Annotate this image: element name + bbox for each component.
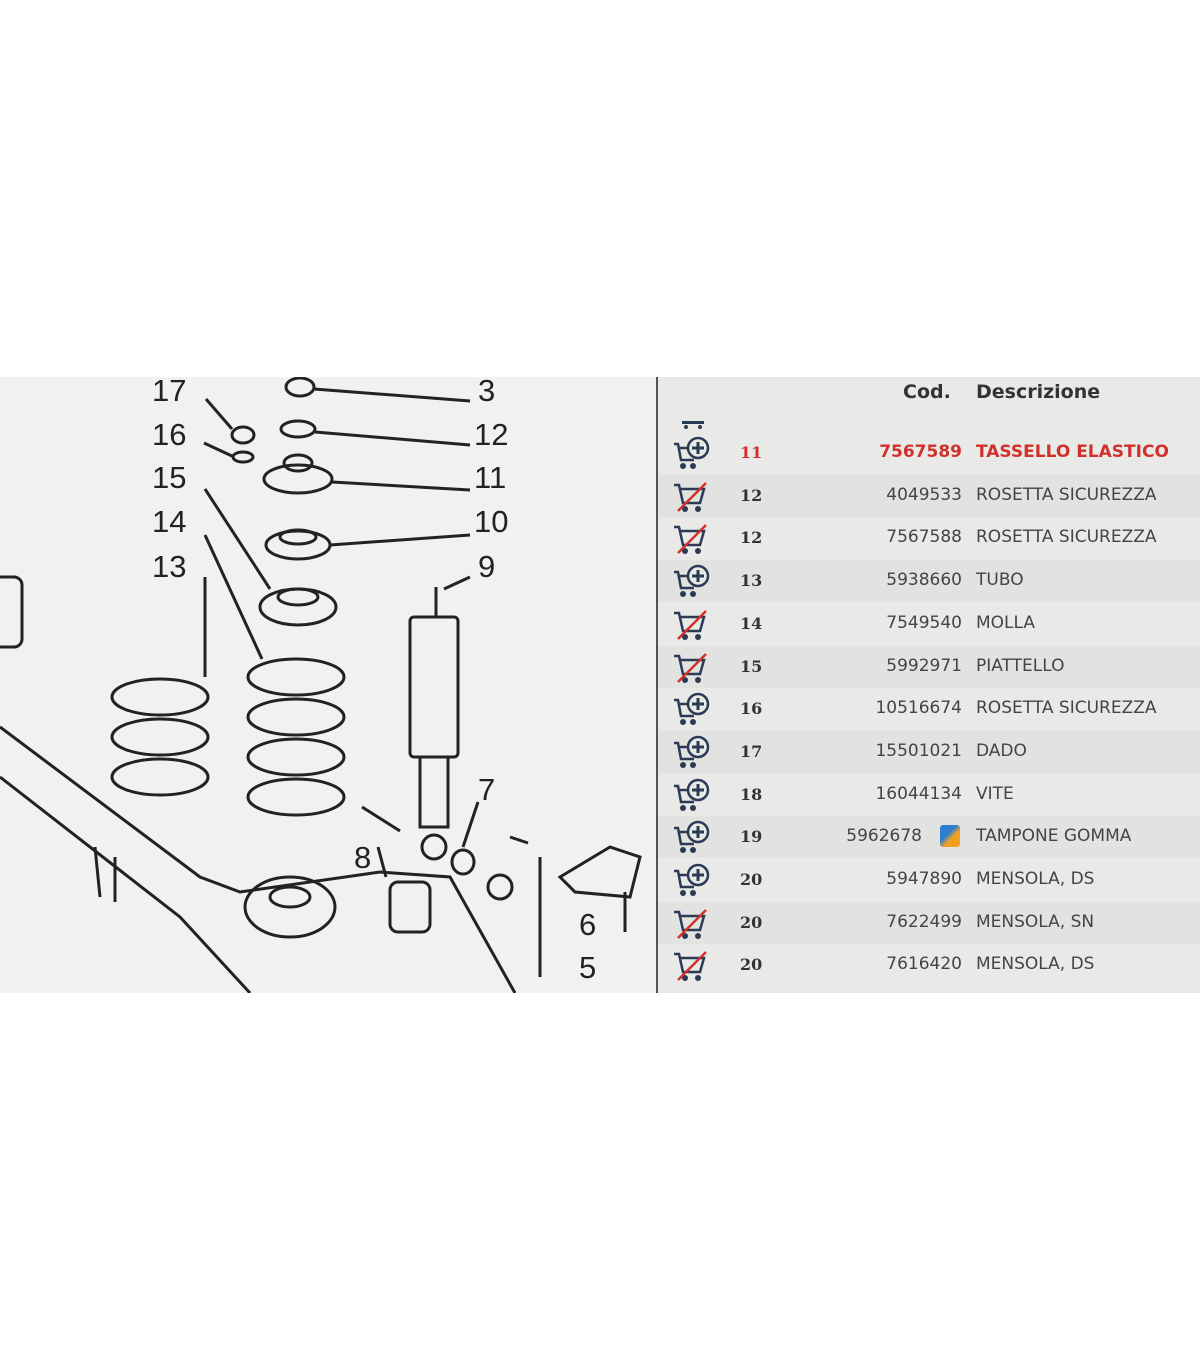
part-description[interactable]: MENSOLA, DS <box>976 954 1095 975</box>
part-13-spring <box>110 677 210 797</box>
table-row[interactable]: 20 7616420 MENSOLA, DS <box>658 944 1200 986</box>
part-code[interactable]: 16044134 <box>875 783 962 804</box>
header-code: Cod. <box>903 381 951 403</box>
table-row[interactable]: 17 15501021 DADO <box>658 730 1200 773</box>
callout-14[interactable]: 14 <box>152 504 186 539</box>
position-number: 19 <box>740 827 763 847</box>
part-code[interactable]: 7622499 <box>886 911 962 932</box>
cart-add-icon[interactable] <box>672 692 712 728</box>
part-description[interactable]: ROSETTA SICUREZZA <box>976 527 1157 548</box>
cart-unavailable-icon[interactable] <box>672 650 712 686</box>
part-code[interactable]: 5962678 <box>846 826 922 847</box>
callout-10[interactable]: 10 <box>474 504 508 539</box>
position-number: 20 <box>740 955 763 975</box>
cart-unavailable-icon[interactable] <box>672 479 712 515</box>
table-row[interactable]: 12 7567588 ROSETTA SICUREZZA <box>658 517 1200 559</box>
callout-9[interactable]: 9 <box>478 549 495 584</box>
part-code[interactable]: 7567589 <box>879 442 962 462</box>
replacement-icon[interactable] <box>940 825 960 848</box>
position-number: 16 <box>740 699 763 719</box>
bump-stop-part <box>0 575 24 649</box>
position-number: 17 <box>740 741 763 761</box>
callout-3[interactable]: 3 <box>478 373 495 408</box>
table-row[interactable]: 19 5962678 TAMPONE GOMMA <box>658 816 1200 859</box>
position-number: 13 <box>740 571 763 591</box>
callout-17[interactable]: 17 <box>152 373 186 408</box>
cart-add-icon[interactable] <box>672 735 712 771</box>
callout-16[interactable]: 16 <box>152 417 186 452</box>
callout-5[interactable]: 5 <box>579 950 596 985</box>
position-number: 15 <box>740 656 763 676</box>
cart-add-icon[interactable] <box>672 436 712 472</box>
callout-6[interactable]: 6 <box>579 907 596 942</box>
panel-divider[interactable] <box>656 377 658 993</box>
cart-add-icon[interactable] <box>672 820 712 856</box>
position-number: 18 <box>740 784 763 804</box>
cart-add-icon[interactable] <box>672 863 712 899</box>
table-row[interactable]: 12 4049533 ROSETTA SICUREZZA <box>658 474 1200 517</box>
part-9-shock-absorber <box>408 587 460 861</box>
table-row[interactable]: 16 10516674 ROSETTA SICUREZZA <box>658 688 1200 730</box>
part-code[interactable]: 7616420 <box>886 954 962 975</box>
table-row[interactable]: 13 5938660 TUBO <box>658 560 1200 603</box>
part-code[interactable]: 10516674 <box>875 698 962 719</box>
table-row[interactable]: 18 16044134 VITE <box>658 774 1200 816</box>
position-number: 20 <box>740 912 763 932</box>
part-code[interactable]: 5992971 <box>886 655 962 676</box>
cart-icon-partial <box>682 421 704 429</box>
part-code[interactable]: 4049533 <box>886 484 962 505</box>
exploded-parts-diagram[interactable]: 17 16 15 14 13 3 12 11 10 9 7 8 6 5 <box>0 373 656 995</box>
position-number: 11 <box>740 443 763 462</box>
position-number: 12 <box>740 528 763 548</box>
cart-unavailable-icon[interactable] <box>672 521 712 557</box>
part-description[interactable]: TAMPONE GOMMA <box>976 826 1132 847</box>
screen-photo: 17 16 15 14 13 3 12 11 10 9 7 8 6 5 Cod. Descrizione … <box>0 373 1200 995</box>
callout-13[interactable]: 13 <box>152 549 186 584</box>
part-description[interactable]: MOLLA <box>976 612 1036 633</box>
part-code[interactable]: 7567588 <box>886 527 962 548</box>
part-14-spring <box>246 657 346 817</box>
position-number: 20 <box>740 870 763 889</box>
position-number: 14 <box>740 613 763 633</box>
part-description[interactable]: MENSOLA, SN <box>976 911 1095 932</box>
cart-add-icon[interactable] <box>672 778 712 814</box>
callout-7[interactable]: 7 <box>478 772 495 807</box>
part-description[interactable]: TUBO <box>976 570 1024 591</box>
callout-15[interactable]: 15 <box>152 460 186 495</box>
cart-unavailable-icon[interactable] <box>672 906 712 942</box>
table-row[interactable]: 20 5947890 MENSOLA, DS <box>658 859 1200 901</box>
part-code[interactable]: 5938660 <box>886 570 962 591</box>
suspension-diagram: 17 16 15 14 13 3 12 11 10 9 7 8 6 5 <box>0 373 642 995</box>
parts-list-panel: Cod. Descrizione 11 7567589 TASSELLO ELAST… <box>658 377 1200 993</box>
part-description[interactable]: VITE <box>976 783 1014 804</box>
cart-add-icon[interactable] <box>672 564 712 600</box>
callout-11[interactable]: 11 <box>474 460 506 495</box>
cart-unavailable-icon[interactable] <box>672 948 712 984</box>
callout-8[interactable]: 8 <box>354 840 371 875</box>
part-code[interactable]: 7549540 <box>886 612 962 633</box>
part-3-nut <box>284 376 316 398</box>
part-code[interactable]: 5947890 <box>886 869 962 889</box>
part-description[interactable]: ROSETTA SICUREZZA <box>976 484 1157 505</box>
cart-unavailable-icon[interactable] <box>672 607 712 643</box>
table-row[interactable]: 14 7549540 MOLLA <box>658 603 1200 645</box>
table-row[interactable]: 15 5992971 PIATTELLO <box>658 645 1200 688</box>
part-description[interactable]: TASSELLO ELASTICO <box>976 442 1169 462</box>
part-description[interactable]: MENSOLA, DS <box>976 869 1095 889</box>
table-row[interactable]: 20 7622499 MENSOLA, SN <box>658 901 1200 944</box>
part-description[interactable]: PIATTELLO <box>976 655 1065 676</box>
part-description[interactable]: DADO <box>976 740 1027 761</box>
part-code[interactable]: 15501021 <box>875 740 962 761</box>
position-number: 12 <box>740 485 763 505</box>
callout-12[interactable]: 12 <box>474 417 508 452</box>
header-description: Descrizione <box>976 381 1101 403</box>
table-row[interactable]: 11 7567589 TASSELLO ELASTICO <box>658 432 1200 474</box>
part-description[interactable]: ROSETTA SICUREZZA <box>976 698 1157 719</box>
